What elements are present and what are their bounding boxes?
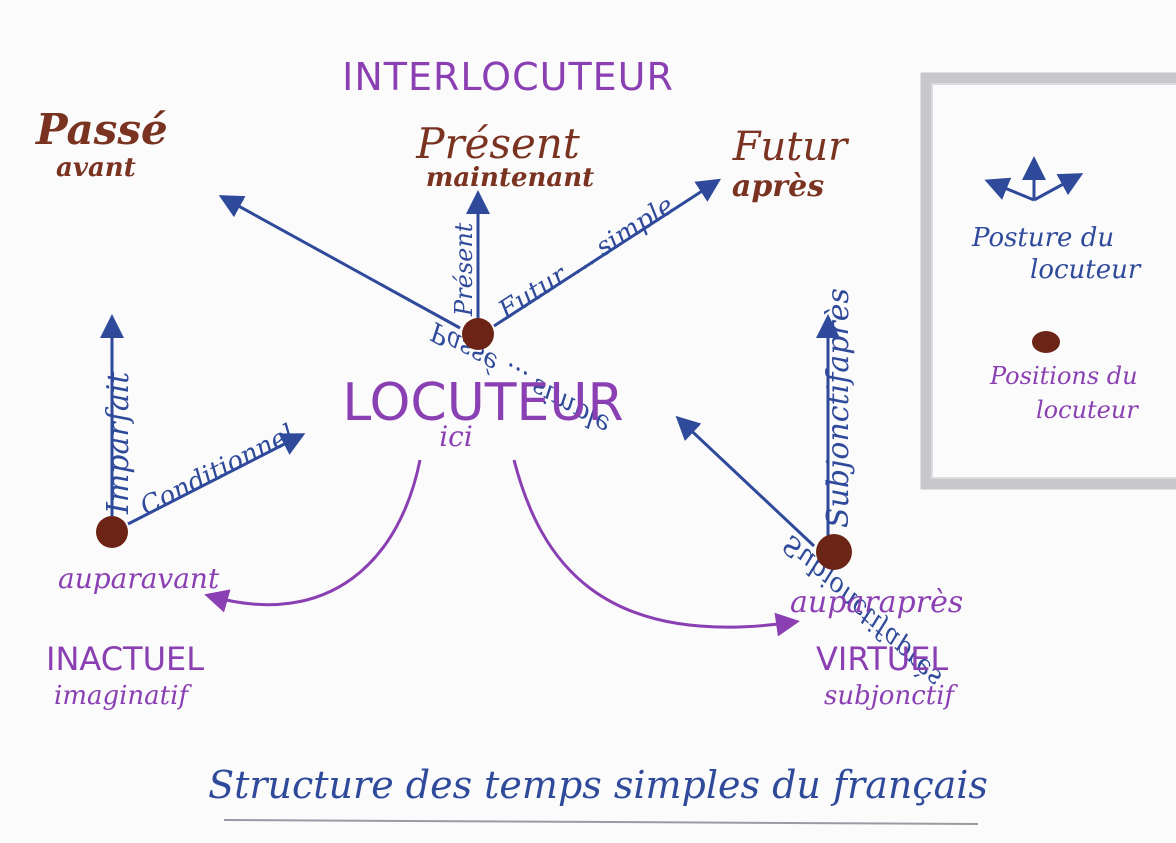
present-label: Présent (415, 119, 580, 168)
curve-to-auparapres (512, 459, 800, 637)
ici-label: ici (439, 420, 473, 453)
positions-label-line2: locuteur (1036, 396, 1139, 424)
diagram-caption: Structure des temps simples du français (208, 763, 988, 807)
right-position-dot (816, 534, 852, 570)
subjonctif-apres-arrow-label: Subjonctifaprès (821, 288, 856, 528)
center-position-dot (462, 318, 494, 350)
right-arrows (675, 314, 840, 548)
interlocuteur-label: INTERLOCUTEUR (342, 55, 674, 99)
auparavant-label: auparavant (58, 562, 220, 595)
caption-underline (223, 819, 979, 825)
conditionnel-arrow-label: Conditionnel (136, 419, 300, 522)
posture-label-line2: locuteur (1030, 255, 1142, 285)
curve-to-auparavant (204, 459, 422, 613)
avant-label: avant (56, 153, 136, 183)
center-arrows (218, 178, 722, 330)
left-position-dot (96, 516, 128, 548)
legend-position-dot (1032, 331, 1060, 353)
imparfait-arrow-label: Imparfait (101, 371, 136, 515)
positions-label-line1: Positions du (989, 362, 1138, 390)
arrow-subjonctif-mirror (675, 415, 816, 548)
arrow-futur-simple (493, 178, 722, 328)
present-arrow-label: Présent (450, 222, 478, 317)
arrow-passe-simple (218, 195, 461, 330)
virtuel-label: VIRTUEL (816, 640, 948, 678)
apres-label: après (732, 169, 824, 204)
auparapres-label: auparaprès (790, 585, 963, 620)
arrow-conditionnel (127, 433, 306, 526)
imaginatif-label: imaginatif (54, 681, 192, 711)
left-arrows (100, 314, 306, 526)
posture-arrows-icon (984, 156, 1084, 202)
subjonctif-label: subjonctif (824, 681, 959, 711)
posture-label-line1: Posture du (971, 223, 1114, 253)
futur-label: Futur (732, 124, 850, 170)
passe-label: Passé (35, 105, 168, 154)
legend-box (920, 72, 1176, 490)
maintenant-label: maintenant (426, 163, 594, 193)
locuteur-label: LOCUTEUR (342, 373, 623, 433)
futur-simple-arrow-label: Futur ... simple (493, 190, 680, 326)
inactuel-label: INACTUEL (46, 640, 204, 678)
